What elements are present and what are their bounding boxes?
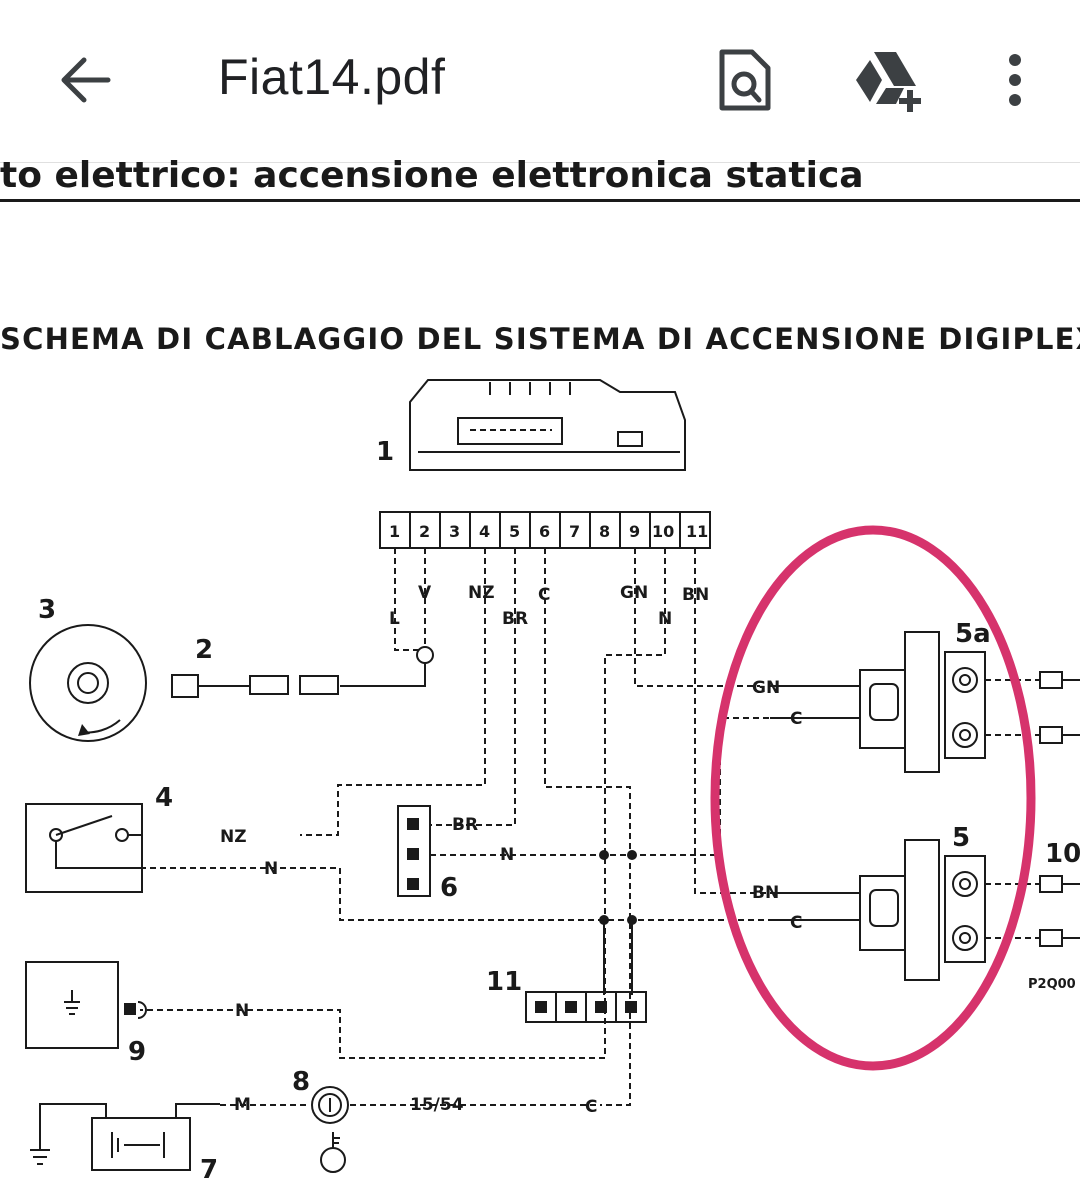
component-number: 7 [200,1155,218,1185]
wire-label: C [538,585,550,605]
ignition-coil-5 [770,839,1080,981]
schema-title: SCHEMA DI CABLAGGIO DEL SISTEMA DI ACCEN… [0,322,1080,356]
flywheel-sensor [29,624,147,742]
component-number: 5 [952,823,970,853]
wire-label: N [264,859,278,879]
connector-pin: 4 [479,522,490,541]
connector-pin: 10 [652,522,674,541]
wire-label: C [585,1097,597,1117]
wire-label: BR [502,609,528,629]
wire-label: GN [752,678,780,698]
connector-pin: 6 [539,522,550,541]
connector-pin: 2 [419,522,430,541]
wire-label: N [500,845,514,865]
component-number: 3 [38,595,56,625]
find-in-document-icon[interactable] [716,48,774,117]
ignition-coil-5a [770,631,1080,773]
component-number: 5a [955,619,991,649]
throttle-switch [25,803,143,893]
component-number: 9 [128,1037,146,1067]
sensor-plug [171,674,339,698]
component-number: 4 [155,783,173,813]
highlight-ellipse [710,525,1036,1071]
connector-pin: 9 [629,522,640,541]
figure-code: P2Q00 [1028,977,1076,992]
battery [30,1103,220,1171]
connector-pin: 3 [449,522,460,541]
wire-label: 15/54 [410,1095,464,1115]
wires [140,548,770,1106]
ground-box [25,961,147,1049]
ecu-connector: 1 2 3 4 5 6 7 8 9 10 11 [379,511,711,549]
component-number: 8 [292,1067,310,1097]
wire-label: L [389,609,400,629]
app-bar: Fiat14.pdf [0,0,1080,163]
add-to-drive-icon[interactable] [852,48,928,117]
component-number: 2 [195,635,213,665]
wire-label: BR [452,815,478,835]
component-number: 1 [376,437,394,467]
junction-block [525,991,647,1023]
component-number: 6 [440,873,458,903]
connector-pin: 7 [569,522,580,541]
wire-label: N [235,1001,249,1021]
heading-rule [0,199,1080,202]
wire-label: NZ [220,827,247,847]
wire-label: N [658,609,672,629]
ignition-switch [311,1086,349,1173]
wire-label: BN [682,585,709,605]
wire-label: V [418,583,432,603]
wire-label: BN [752,883,779,903]
more-vert-icon[interactable] [1000,52,1030,113]
wire-label: C [790,913,802,933]
back-arrow-icon[interactable] [56,52,116,108]
wire-label: GN [620,583,648,603]
connector-pin: 11 [686,522,708,541]
connector-pin: 5 [509,522,520,541]
document-heading: to elettrico: accensione elettronica sta… [0,155,864,196]
connector-pin: 1 [389,522,400,541]
wire-label: NZ [468,583,495,603]
connector-pin: 8 [599,522,610,541]
diagnostic-connector [397,805,431,897]
ecu-module [409,379,686,471]
component-number: 10 [1045,839,1080,869]
pdf-page[interactable] [0,163,1080,1197]
document-title: Fiat14.pdf [218,49,446,105]
component-number: 11 [486,967,522,997]
wire-label: M [234,1095,251,1115]
